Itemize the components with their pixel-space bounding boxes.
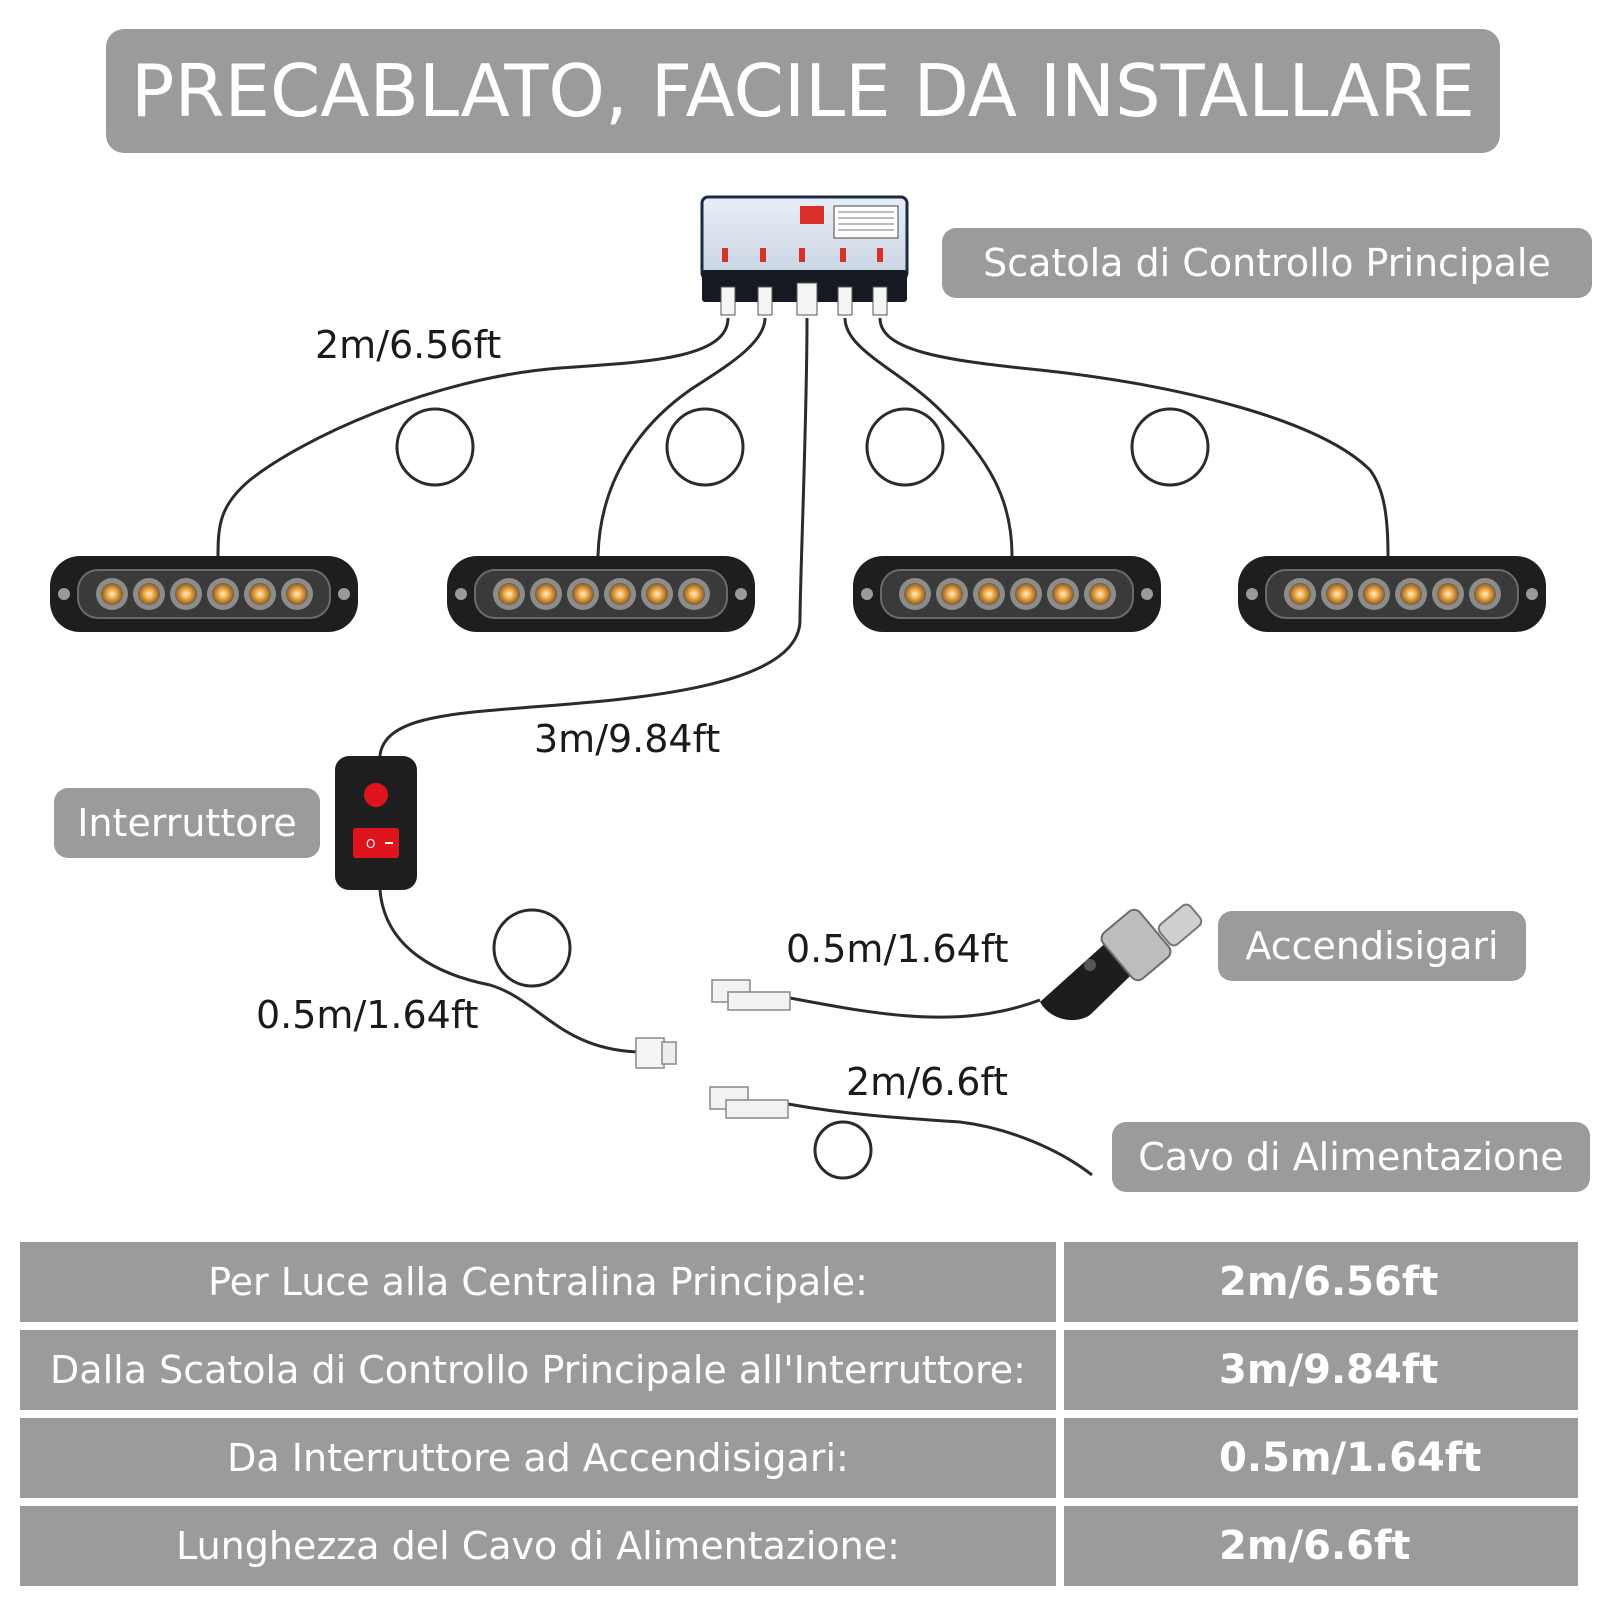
led-chip (1052, 583, 1074, 605)
led-chip (1437, 583, 1459, 605)
svg-text:O: O (366, 837, 375, 851)
control-box (700, 195, 909, 316)
spec-value: 3m/9.84ft (1064, 1330, 1578, 1410)
lighter-label: Accendisigari (1218, 911, 1526, 981)
light-cables (216, 317, 1390, 756)
spec-label: Per Luce alla Centralina Principale: (20, 1242, 1056, 1322)
led-chip (212, 583, 234, 605)
dim-switch-to-lighter-left: 0.5m/1.64ft (256, 993, 479, 1037)
led-chip (175, 583, 197, 605)
dim-switch-to-lighter-right: 0.5m/1.64ft (786, 927, 1009, 971)
led-chip (609, 583, 631, 605)
led-chip (1089, 583, 1111, 605)
led-light-module (447, 556, 755, 632)
control-box-label: Scatola di Controllo Principale (942, 228, 1592, 298)
spec-table: Per Luce alla Centralina Principale: 2m/… (20, 1242, 1580, 1594)
led-light-module (50, 556, 358, 632)
led-lights (50, 556, 1546, 632)
led-chip (1015, 583, 1037, 605)
spec-row: Dalla Scatola di Controllo Principale al… (20, 1330, 1580, 1410)
led-chip (535, 583, 557, 605)
led-chip (941, 583, 963, 605)
lighter-cable (711, 979, 1041, 1019)
spec-label: Da Interruttore ad Accendisigari: (20, 1418, 1056, 1498)
led-chip (646, 583, 668, 605)
spec-row: Lunghezza del Cavo di Alimentazione: 2m/… (20, 1506, 1580, 1586)
spec-label: Lunghezza del Cavo di Alimentazione: (20, 1506, 1056, 1586)
led-chip (286, 583, 308, 605)
power-cable (709, 1086, 1093, 1180)
led-light-module (1238, 556, 1546, 632)
led-chip (683, 583, 705, 605)
rocker-switch: O (335, 755, 417, 890)
led-chip (498, 583, 520, 605)
led-chip (138, 583, 160, 605)
page-title: PRECABLATO, FACILE DA INSTALLARE (131, 49, 1475, 133)
switch-label: Interruttore (54, 788, 320, 858)
led-chip (1474, 583, 1496, 605)
spec-row: Per Luce alla Centralina Principale: 2m/… (20, 1242, 1580, 1322)
switch-connector (635, 1037, 677, 1069)
dim-box-to-switch: 3m/9.84ft (534, 717, 721, 761)
led-chip (572, 583, 594, 605)
led-chip (1400, 583, 1422, 605)
switch-output-cable (378, 889, 641, 1054)
led-chip (1363, 583, 1385, 605)
led-chip (1326, 583, 1348, 605)
dim-light-to-box: 2m/6.56ft (315, 323, 502, 367)
led-chip (904, 583, 926, 605)
spec-value: 2m/6.56ft (1064, 1242, 1578, 1322)
title-banner: PRECABLATO, FACILE DA INSTALLARE (106, 29, 1500, 153)
led-chip (1289, 583, 1311, 605)
dim-power-cable: 2m/6.6ft (846, 1060, 1009, 1104)
led-chip (101, 583, 123, 605)
spec-row: Da Interruttore ad Accendisigari: 0.5m/1… (20, 1418, 1580, 1498)
spec-label: Dalla Scatola di Controllo Principale al… (20, 1330, 1056, 1410)
power-cable-label: Cavo di Alimentazione (1112, 1122, 1590, 1192)
led-chip (978, 583, 1000, 605)
spec-value: 2m/6.6ft (1064, 1506, 1578, 1586)
led-light-module (853, 556, 1161, 632)
led-chip (249, 583, 271, 605)
spec-value: 0.5m/1.64ft (1064, 1418, 1578, 1498)
cigarette-lighter-plug (1040, 903, 1203, 1021)
